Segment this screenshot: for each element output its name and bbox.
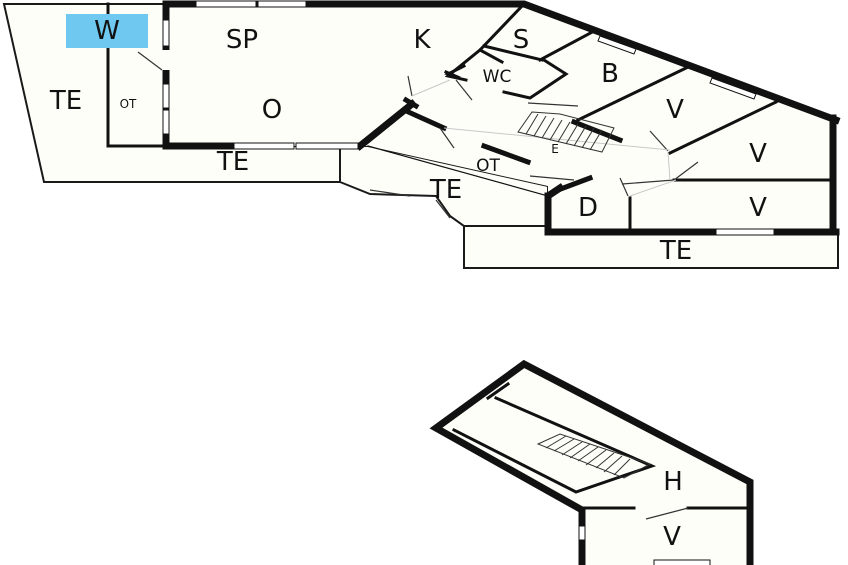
door-arc-1: [411, 79, 451, 97]
wall-v-v: [667, 99, 779, 156]
window-bottom-1: [233, 142, 295, 150]
door-v2[interactable]: [673, 161, 699, 181]
room-label-ot-left: OT: [120, 97, 137, 111]
upper-outer-wall: [429, 359, 754, 565]
room-label-v1: V: [666, 95, 684, 125]
wall-b-v: [575, 65, 689, 123]
door-left[interactable]: [137, 51, 163, 71]
room-label-v-upper: V: [663, 522, 681, 552]
window-left-1: [162, 19, 170, 47]
room-label-v3: V: [749, 193, 767, 223]
room-label-k: K: [413, 25, 431, 55]
room-label-sp: SP: [226, 25, 258, 55]
upper-attic-line: [451, 396, 657, 494]
upper-attic-cap: [485, 381, 511, 401]
room-label-v2: V: [749, 139, 767, 169]
wall-d-top: [554, 174, 594, 194]
door-v1[interactable]: [649, 130, 669, 152]
door-ot[interactable]: [439, 127, 455, 149]
window-top-1: [195, 0, 257, 8]
room-label-h: H: [663, 467, 683, 497]
room-label-d: D: [578, 193, 598, 223]
window-left-2: [162, 83, 170, 109]
upper-window-left: [578, 525, 586, 541]
hall-wall-1: [400, 106, 448, 132]
wall-s-bottom: [482, 44, 544, 62]
terrace-label-middle: TE: [429, 175, 462, 205]
door-wc[interactable]: [455, 79, 473, 101]
terrace-step-line-2: [435, 199, 451, 219]
wall-s-right: [537, 27, 599, 63]
window-diag-2: [709, 77, 757, 100]
door-upper-v[interactable]: [645, 507, 689, 520]
terrace-label-left: TE: [49, 86, 82, 116]
terrace-label-bottom-right: TE: [659, 236, 692, 266]
door-d[interactable]: [619, 177, 629, 197]
room-label-o: O: [262, 95, 282, 125]
wall-wc-right: [502, 57, 569, 100]
door-gap-left: [162, 50, 172, 70]
window-left-3: [162, 109, 170, 135]
stairs-upper: [536, 433, 652, 479]
ground-floor: W SP K O S WC B V V V D E OT OT TE TE TE…: [2, 0, 841, 269]
hall-wall-3: [570, 118, 624, 144]
room-label-s: S: [513, 25, 530, 55]
door-arc-3: [629, 179, 677, 197]
window-bottom-2: [295, 142, 359, 150]
stairs-ground: [517, 111, 615, 153]
window-top-2: [257, 0, 307, 8]
badge-label: W: [94, 16, 120, 46]
hall-outer-line: [367, 145, 549, 197]
door-hall-d[interactable]: [529, 175, 575, 181]
terrace-step-line: [369, 189, 411, 197]
room-label-e: E: [551, 142, 559, 156]
room-label-b: B: [601, 59, 619, 89]
upper-window-bottom: [653, 559, 711, 565]
hall-guide-line: [443, 127, 671, 151]
door-kitchen[interactable]: [407, 75, 413, 97]
terrace-label-bottom-left: TE: [216, 147, 249, 177]
upper-floor: H V: [429, 359, 754, 565]
room-label-ot-center: OT: [476, 156, 500, 176]
hall-wall-stub: [402, 96, 420, 110]
w-badge: [66, 14, 148, 48]
door-arc-2: [667, 151, 671, 181]
upper-floor-area: [436, 364, 750, 565]
window-bottom-right: [715, 228, 775, 236]
door-v3[interactable]: [621, 179, 675, 185]
room-label-wc: WC: [483, 67, 512, 87]
window-diag-1: [597, 35, 637, 55]
wall-wc-outer: [444, 47, 483, 82]
hall-wall-2: [480, 142, 532, 166]
door-b[interactable]: [527, 102, 579, 107]
